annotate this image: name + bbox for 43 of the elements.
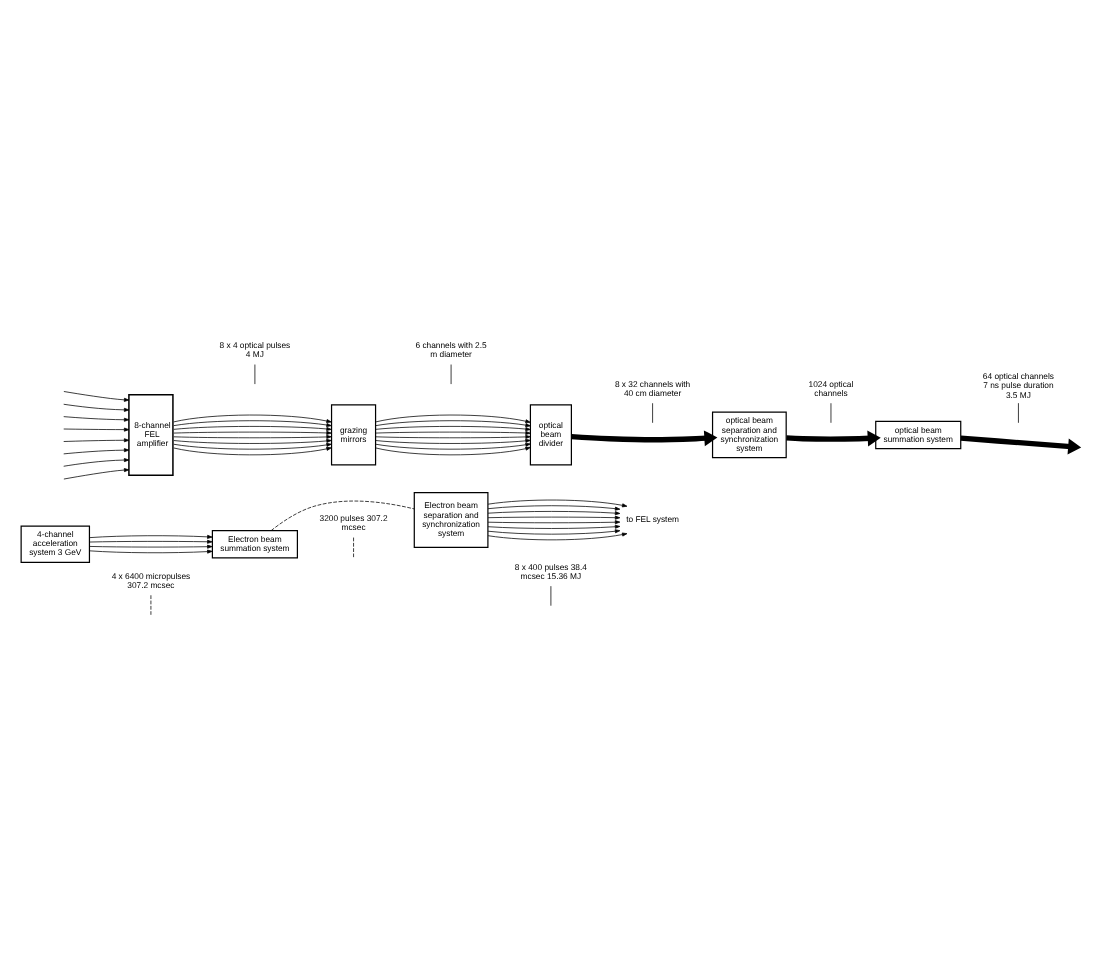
arrow bbox=[487, 523, 621, 528]
connector bbox=[270, 499, 415, 530]
arrow bbox=[173, 433, 332, 438]
arrow bbox=[173, 437, 332, 443]
arrow bbox=[89, 543, 213, 548]
arrow bbox=[63, 402, 130, 411]
arrow bbox=[487, 498, 628, 507]
arrow bbox=[375, 445, 531, 455]
arrow bbox=[487, 528, 621, 534]
arrow bbox=[571, 429, 718, 446]
arrow bbox=[487, 514, 621, 519]
arrow bbox=[173, 445, 332, 455]
arrow bbox=[173, 430, 332, 434]
arrow bbox=[173, 425, 332, 430]
arrow bbox=[487, 519, 621, 524]
arrow bbox=[63, 437, 130, 442]
arrow bbox=[89, 533, 213, 538]
arrow bbox=[487, 504, 621, 510]
connector bbox=[1018, 401, 1019, 423]
arrow bbox=[375, 433, 531, 438]
arrow bbox=[375, 425, 531, 431]
connector bbox=[652, 401, 653, 423]
arrow bbox=[63, 426, 130, 431]
arrow bbox=[375, 413, 531, 423]
arrow bbox=[89, 548, 213, 553]
arrow bbox=[786, 429, 881, 446]
arrow bbox=[89, 538, 213, 543]
arrow bbox=[375, 437, 531, 443]
arrow bbox=[487, 531, 628, 540]
arrow bbox=[63, 457, 130, 466]
arrow bbox=[960, 434, 1082, 454]
arrow bbox=[173, 419, 332, 426]
arrow bbox=[487, 510, 621, 515]
arrow bbox=[173, 441, 332, 449]
arrow bbox=[375, 430, 531, 434]
arrow bbox=[375, 441, 531, 449]
arrow bbox=[63, 467, 130, 479]
arrow bbox=[375, 419, 531, 427]
connector bbox=[353, 536, 354, 557]
arrow bbox=[63, 447, 130, 454]
arrow bbox=[63, 390, 130, 401]
arrow bbox=[173, 413, 332, 422]
arrow bbox=[63, 415, 130, 421]
